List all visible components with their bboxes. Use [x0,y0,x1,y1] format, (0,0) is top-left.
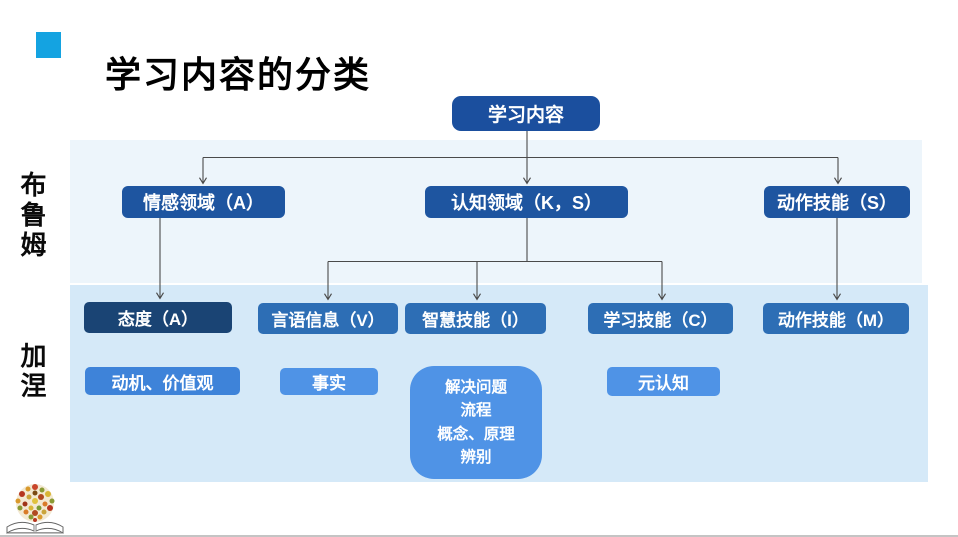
flower-ball-book-logo-icon [6,484,64,534]
page-title: 学习内容的分类 [105,54,372,96]
node-affective-domain: 情感领域（A） [122,186,285,218]
flower-ball [15,484,55,522]
node-cognitive-domain: 认知领域（K，S） [425,186,628,218]
node-learning-skill: 学习技能（C） [588,303,733,334]
slide-bottom-edge [0,535,958,537]
node-verbal-information: 言语信息（V） [258,303,398,334]
open-book [6,521,64,534]
node-motor-skill-s: 动作技能（S） [764,186,910,218]
node-intellectual-skill: 智慧技能（I） [405,303,546,334]
node-metacognition: 元认知 [607,367,720,396]
title-accent-square-icon [36,32,61,58]
node-problem-solving: 解决问题 流程 概念、原理 辨别 [410,366,542,479]
node-facts: 事实 [280,368,378,395]
node-learning-content: 学习内容 [452,96,600,131]
row-label-gagne: 加涅 [17,342,47,402]
node-motivation-values: 动机、价值观 [85,367,240,395]
row-label-bloom: 布鲁姆 [17,171,47,261]
node-motor-skill-m: 动作技能（M） [763,303,909,334]
node-attitude: 态度（A） [84,302,232,333]
